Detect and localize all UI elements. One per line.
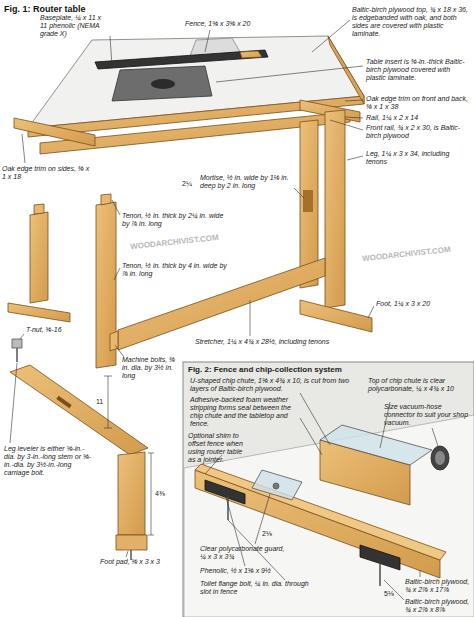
part-label: Mortise, ½ in. wide by 1⅛ in. deep by 2 … <box>200 174 292 190</box>
watermark: WOODARCHIVIST.COM <box>362 245 462 263</box>
leader-line <box>384 580 404 600</box>
part-label: Toilet flange bolt, ¼ in. dia. through s… <box>200 580 310 596</box>
drawing-part <box>116 535 147 550</box>
drawing-part <box>151 79 175 89</box>
leader-line <box>300 393 330 445</box>
leader-line <box>22 134 25 163</box>
leader-line <box>250 300 251 336</box>
drawing-part <box>328 36 364 104</box>
drawing-part <box>118 258 325 350</box>
leader-line <box>330 120 363 130</box>
part-label: Fence, 1⅝ x 3⅝ x 20 <box>185 20 280 28</box>
part-label: Machine bolts, ⅜ in. dia. by 3½ in. long <box>122 356 182 380</box>
drawing-part <box>118 452 145 535</box>
dimension: 5⅛ <box>384 590 402 598</box>
leader-line <box>16 348 18 362</box>
part-label: Rail, 1¼ x 2 x 14 <box>366 114 471 122</box>
leader-line <box>312 20 350 52</box>
leader-line <box>104 428 112 429</box>
drawing-part <box>273 483 279 489</box>
leader-line <box>148 535 154 536</box>
leader-line <box>104 376 112 377</box>
drawing-part <box>435 451 445 465</box>
part-label: U-shaped chip chute, 1⅝ x 4¾ x 10, is cu… <box>190 377 360 393</box>
drawing-part <box>184 415 474 617</box>
part-label: Size vacuum-hose connector to suit your … <box>384 403 472 427</box>
dimension: 2¼ <box>182 180 198 188</box>
drawing-part <box>325 110 345 308</box>
leader-line <box>112 200 120 215</box>
drawing-part <box>95 50 268 69</box>
panel-title: Fig. 2: Fence and chip-collection system <box>188 366 468 374</box>
part-label: Leg leveler is either ⅝-in.-dia. by 3-in… <box>4 445 94 477</box>
drawing-part <box>101 194 111 205</box>
part-label: Clear polycarbonate guard, ¼ x 3 x 3¾ <box>200 545 292 561</box>
drawing-part <box>12 339 22 348</box>
drawing-part <box>300 300 372 332</box>
part-label: Oak edge trim on sides, ⅜ x 1 x 18 <box>2 165 92 181</box>
drawing-part <box>240 51 262 58</box>
part-label: Baseplate, ¼ x 11 x 11 phenolic (NEMA gr… <box>40 14 110 38</box>
part-label: Adhesive-backed foam weather stripping f… <box>190 396 302 428</box>
leader-line <box>148 453 154 454</box>
drawing-part <box>14 118 95 146</box>
part-label: Stretcher, 1¼ x 4¾ x 28½, including teno… <box>195 338 365 346</box>
part-label: Baltic-birch plywood, ¾ x 2⅞ x 17⅞ <box>405 578 473 594</box>
part-label: Foot, 1¼ x 3 x 20 <box>376 300 471 308</box>
drawing-part <box>252 470 302 500</box>
leader-line <box>345 117 363 118</box>
leader-line <box>347 156 363 160</box>
drawing-part <box>112 66 212 101</box>
leader-line <box>227 496 228 520</box>
leader-line <box>115 345 124 357</box>
dimension: 4⅜ <box>155 490 175 498</box>
part-label: Phenolic, ½ x 1⅝ x 9½ <box>200 567 292 575</box>
leader-line <box>10 363 17 443</box>
part-label: Foot pad, ⅝ x 3 x 3 <box>100 558 180 566</box>
drawing-part <box>205 480 245 504</box>
leader-line <box>294 188 304 198</box>
part-label: Baltic-birch plywood top, ¾ x 18 x 36, i… <box>352 6 470 38</box>
part-label: Optional shim to offset fence when using… <box>188 432 250 464</box>
dimension: 2⅛ <box>262 530 282 538</box>
leader-line <box>300 418 322 455</box>
drawing-part <box>56 396 71 408</box>
leader-line <box>110 36 112 66</box>
figure-title: Fig. 1: Router table <box>4 4 86 14</box>
part-label: Top of chip chute is clear polycarbonate… <box>368 377 470 393</box>
part-label: T-nut, ⅝-16 <box>26 326 86 334</box>
watermark: WOODARCHIVIST.COM <box>130 233 230 251</box>
leader-line <box>108 376 109 428</box>
drawing-part <box>431 446 449 470</box>
part-label: Tenon, ½ in. thick by 4 in. wide by ⅞ in… <box>122 262 232 278</box>
part-label: Oak edge trim on front and back, ⅜ x 1 x… <box>366 95 471 111</box>
leader-line <box>151 453 152 535</box>
leader-line <box>420 570 421 577</box>
part-label: Table insert is ⅜-in.-thick Baltic-birch… <box>366 58 471 82</box>
part-label: Front rail, ¾ x 2 x 30, is Baltic-birch … <box>366 124 471 140</box>
drawing-part <box>184 415 474 617</box>
drawing-part <box>8 303 70 322</box>
part-label: Leg, 1¼ x 3 x 34, including tenons <box>366 150 471 166</box>
leader-line <box>345 100 363 101</box>
leader-line <box>126 551 128 557</box>
leader-line <box>20 334 24 339</box>
drawing-part <box>34 204 44 214</box>
dimension: 11 <box>96 398 108 406</box>
drawing-part <box>303 190 313 212</box>
drawing-part <box>183 362 474 617</box>
leader-line <box>368 306 374 318</box>
leader-line <box>216 66 363 82</box>
leader-line <box>205 30 210 52</box>
drawing-part <box>30 212 48 303</box>
drawing-part <box>320 425 432 465</box>
leader-line <box>432 428 438 446</box>
part-label: Tenon, ½ in. thick by 2¼ in. wide by ⅞ i… <box>122 212 232 228</box>
leader-line <box>114 268 120 280</box>
drawing-part <box>110 331 118 351</box>
part-label: Baltic-birch plywood, ¾ x 2⅞ x 8⅞ <box>405 598 473 614</box>
leader-line <box>379 562 380 586</box>
